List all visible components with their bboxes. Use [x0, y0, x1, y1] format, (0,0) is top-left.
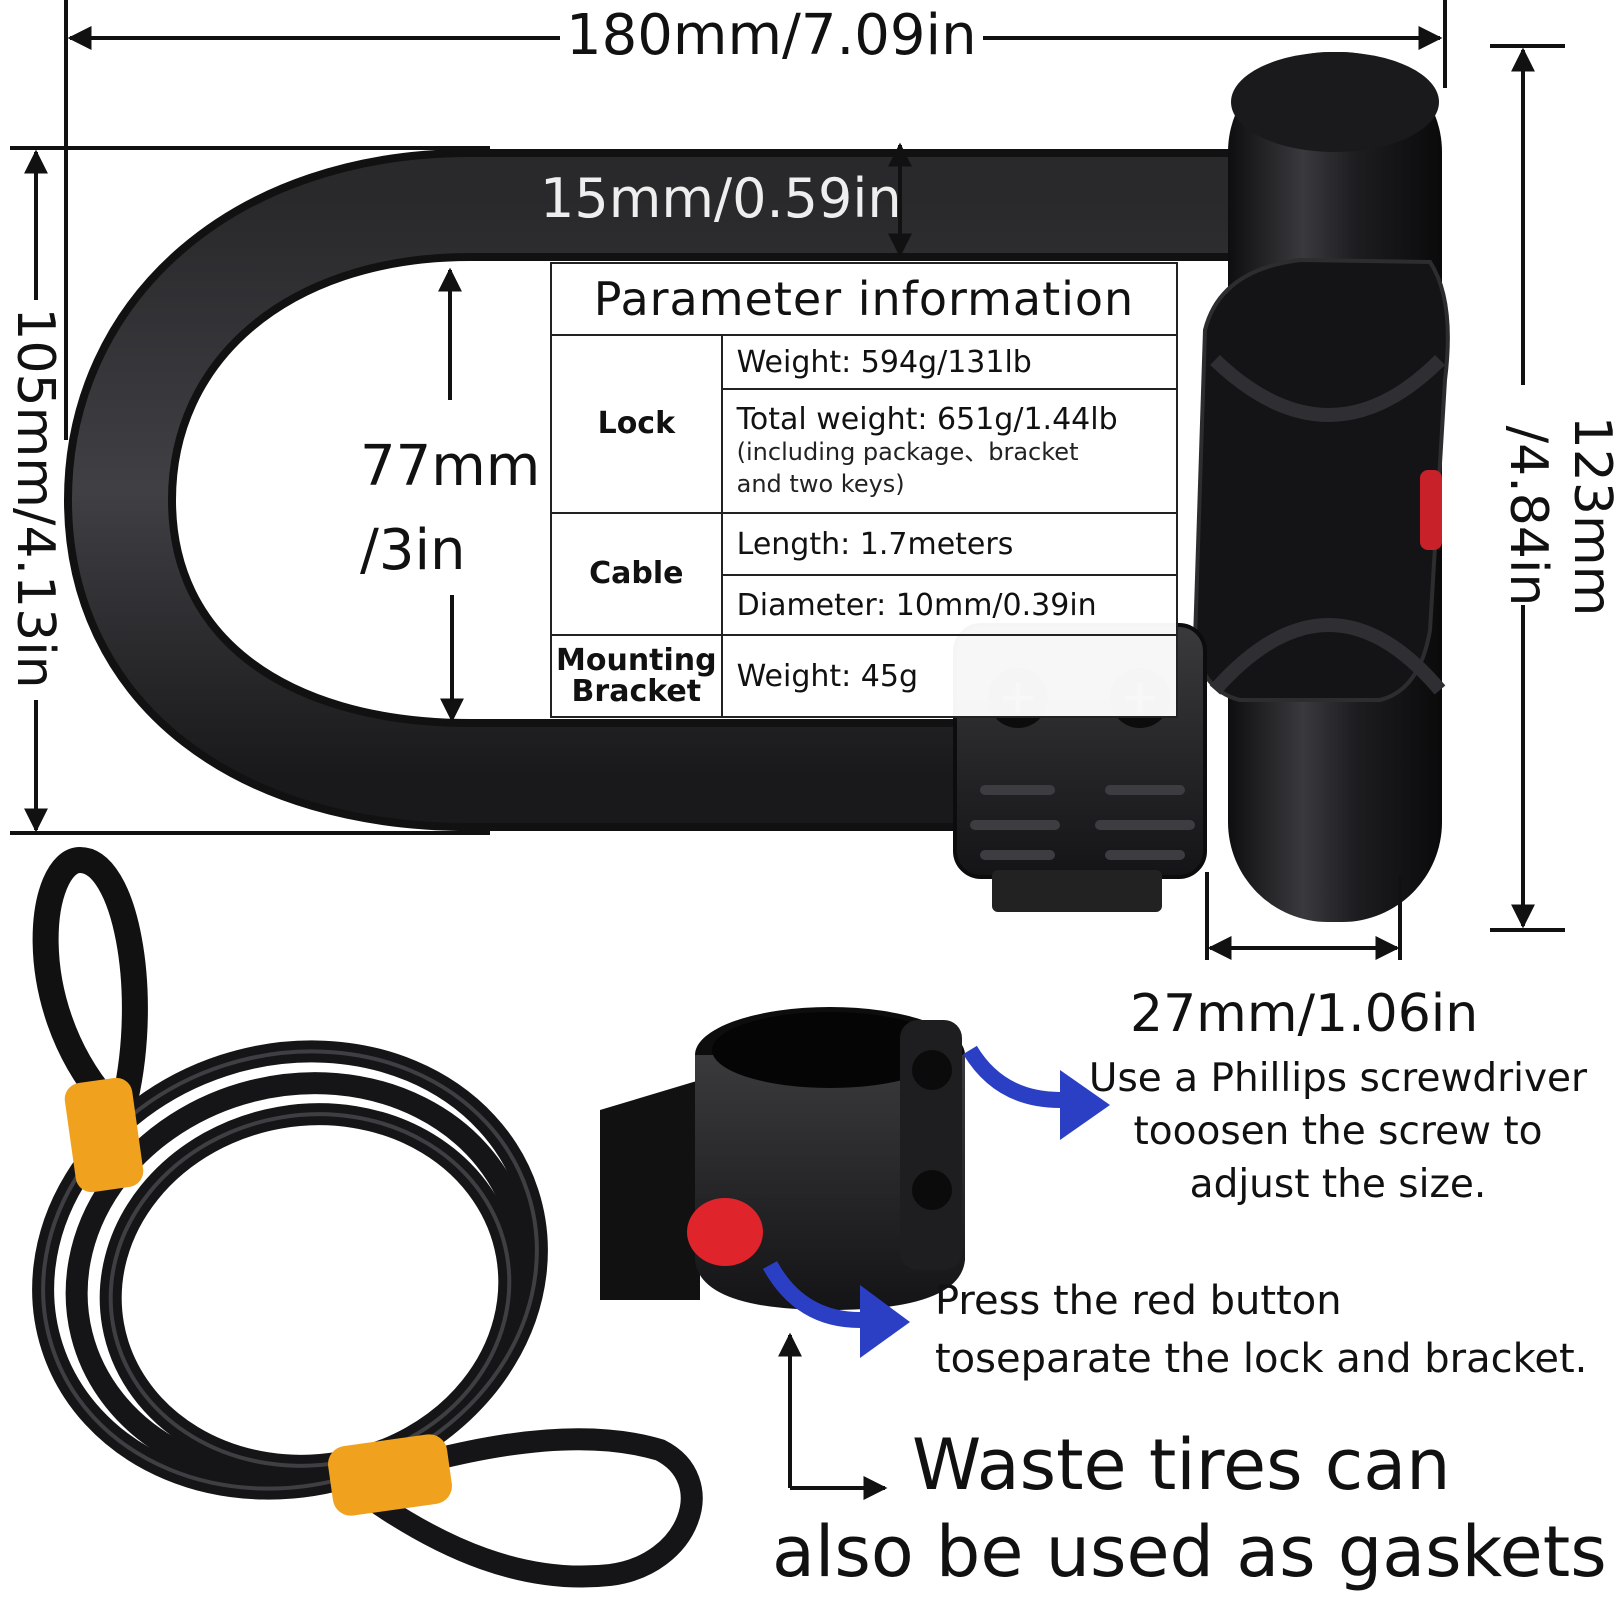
bracket-weight: Weight: 45g — [720, 634, 1179, 718]
lock-total-weight-cell: Total weight: 651g/1.44lb (including pac… — [720, 388, 1179, 514]
inner-height-line1: 77mm — [360, 434, 541, 499]
bracket-group-label: Mounting Bracket — [550, 634, 723, 718]
red-button-line1: Press the red button — [935, 1278, 1342, 1324]
gasket-tip-line2: also be used as gaskets — [772, 1511, 1607, 1593]
cable-sleeve-icon — [64, 1077, 452, 1516]
lock-total-weight-note-1: (including package、bracket — [736, 438, 1079, 467]
body-height-label: 123mm /4.84in — [1496, 376, 1624, 656]
screw-icon — [912, 1050, 952, 1090]
lock-total-weight-note-2: and two keys) — [736, 469, 905, 498]
inner-height-line2: /3in — [360, 518, 466, 583]
cable-group-label: Cable — [550, 512, 723, 636]
lock-weight: Weight: 594g/131lb — [720, 334, 1179, 390]
overall-width-label: 180mm/7.09in — [560, 8, 983, 64]
lock-body — [1192, 52, 1450, 922]
arrow-icon — [762, 1045, 1110, 1358]
cable-length: Length: 1.7meters — [720, 512, 1179, 576]
side-red-button-icon — [1420, 470, 1442, 550]
u-shackle — [63, 149, 1230, 831]
screwdriver-line3: adjust the size. — [1189, 1162, 1487, 1207]
lock-total-weight: Total weight: 651g/1.44lb — [736, 402, 1118, 438]
screwdriver-line1: Use a Phillips screwdriver — [1088, 1056, 1588, 1101]
body-height-line1: 123mm — [1562, 415, 1622, 617]
red-button-icon — [687, 1198, 763, 1266]
overall-height-label: 105mm/4.13in — [5, 307, 65, 689]
screwdriver-instruction: Use a Phillips screwdriver tooosen the s… — [1078, 1052, 1598, 1211]
cable-diameter: Diameter: 10mm/0.39in — [720, 574, 1179, 636]
body-height-line2: /4.84in — [1498, 425, 1558, 607]
inner-height-label: 77mm /3in — [360, 425, 540, 593]
red-button-line2: toseparate the lock and bracket. — [935, 1336, 1588, 1382]
bracket-label-line1: Mounting — [556, 642, 717, 678]
parameter-table-title: Parameter information — [550, 262, 1178, 336]
bracket-label-line2: Bracket — [571, 674, 702, 709]
screw-icon — [912, 1170, 952, 1210]
red-button-instruction: Press the red button toseparate the lock… — [935, 1272, 1587, 1388]
body-diameter-label: 27mm/1.06in — [1130, 984, 1479, 1044]
lock-group-label: Lock — [550, 334, 723, 514]
gasket-tip-line1: Waste tires can — [912, 1424, 1451, 1506]
detached-bracket — [600, 1007, 965, 1310]
parameter-table: Parameter information Lock Weight: 594g/… — [550, 262, 1179, 718]
shackle-thickness-label: 15mm/0.59in — [540, 167, 902, 230]
screwdriver-line2: tooosen the screw to — [1133, 1109, 1543, 1154]
